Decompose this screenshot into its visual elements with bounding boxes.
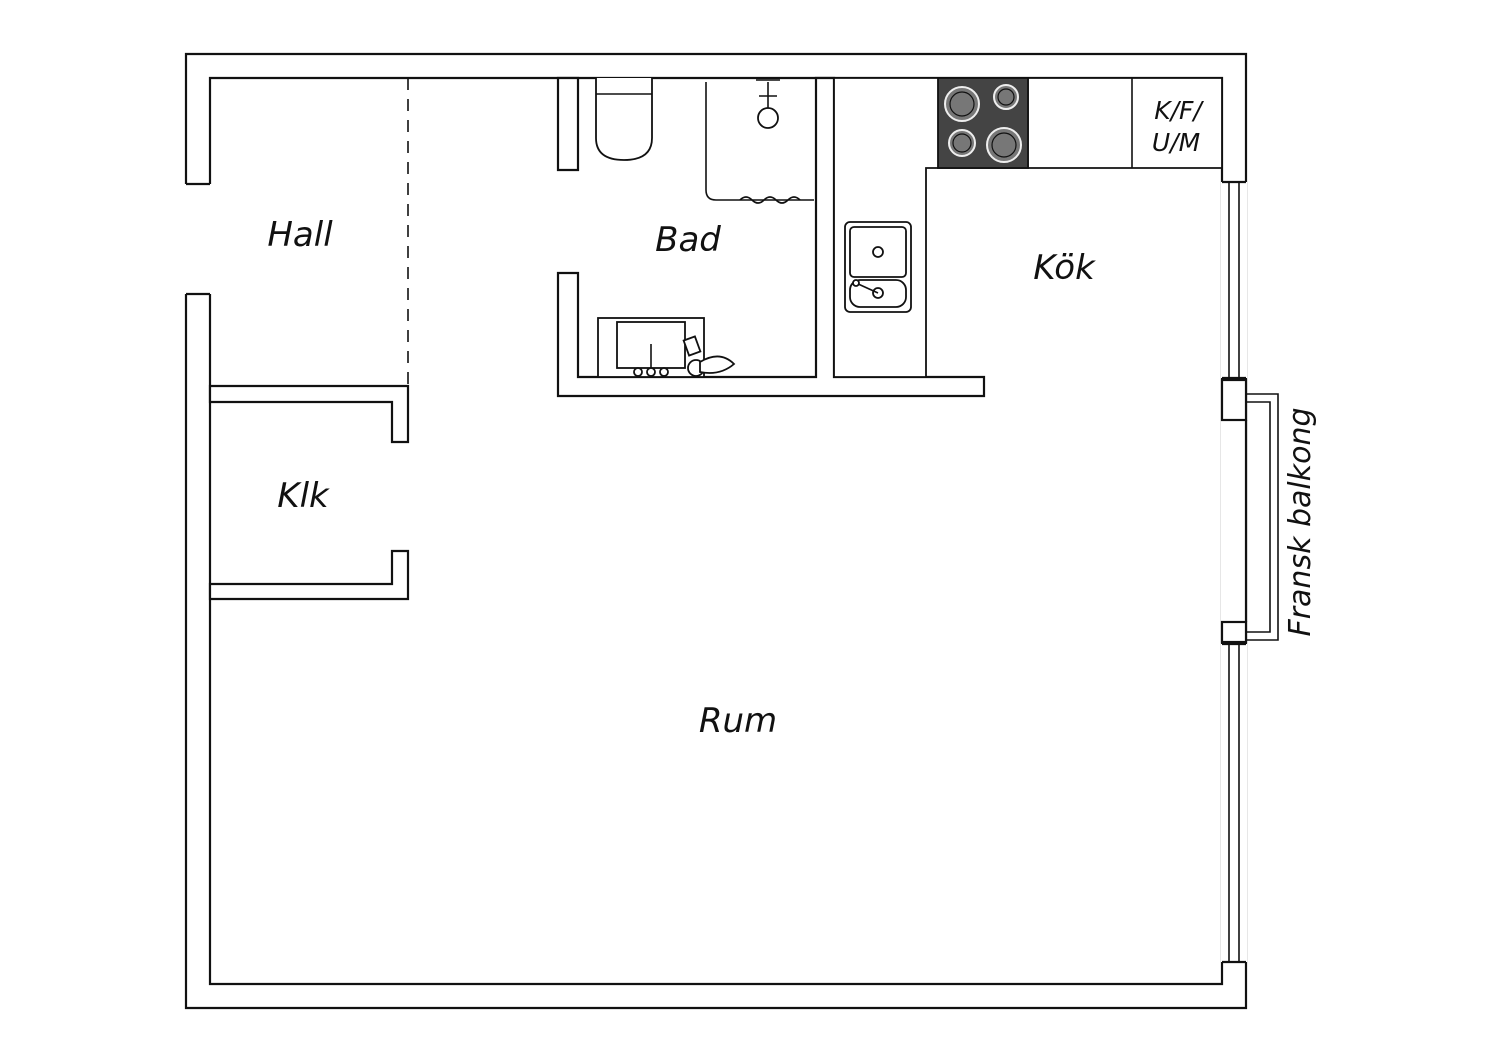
outer-wall [184,52,1248,1010]
room-label-hall: Hall [267,215,333,255]
kitchen-sink [844,221,912,313]
hall-klk-walls [208,384,410,601]
room-label-rum: Rum [699,701,777,741]
appliance-label-line1: K/F/ [1154,96,1204,125]
room-label-bad: Bad [655,220,721,260]
room-label-kok: Kök [1033,248,1096,288]
balcony-label: Fransk balkong [1283,407,1318,636]
appliance-label-line2: U/M [1152,128,1200,157]
stove [937,77,1029,169]
window-lower [1221,642,1247,964]
toilet-fixture [595,78,653,161]
room-label-klk: Klk [277,476,330,516]
shower-fixture [705,79,814,204]
window-upper [1221,180,1247,380]
french-balcony-door [1220,378,1279,644]
bath-sink-fixture [597,317,736,378]
entrance-door-opening [184,182,212,296]
